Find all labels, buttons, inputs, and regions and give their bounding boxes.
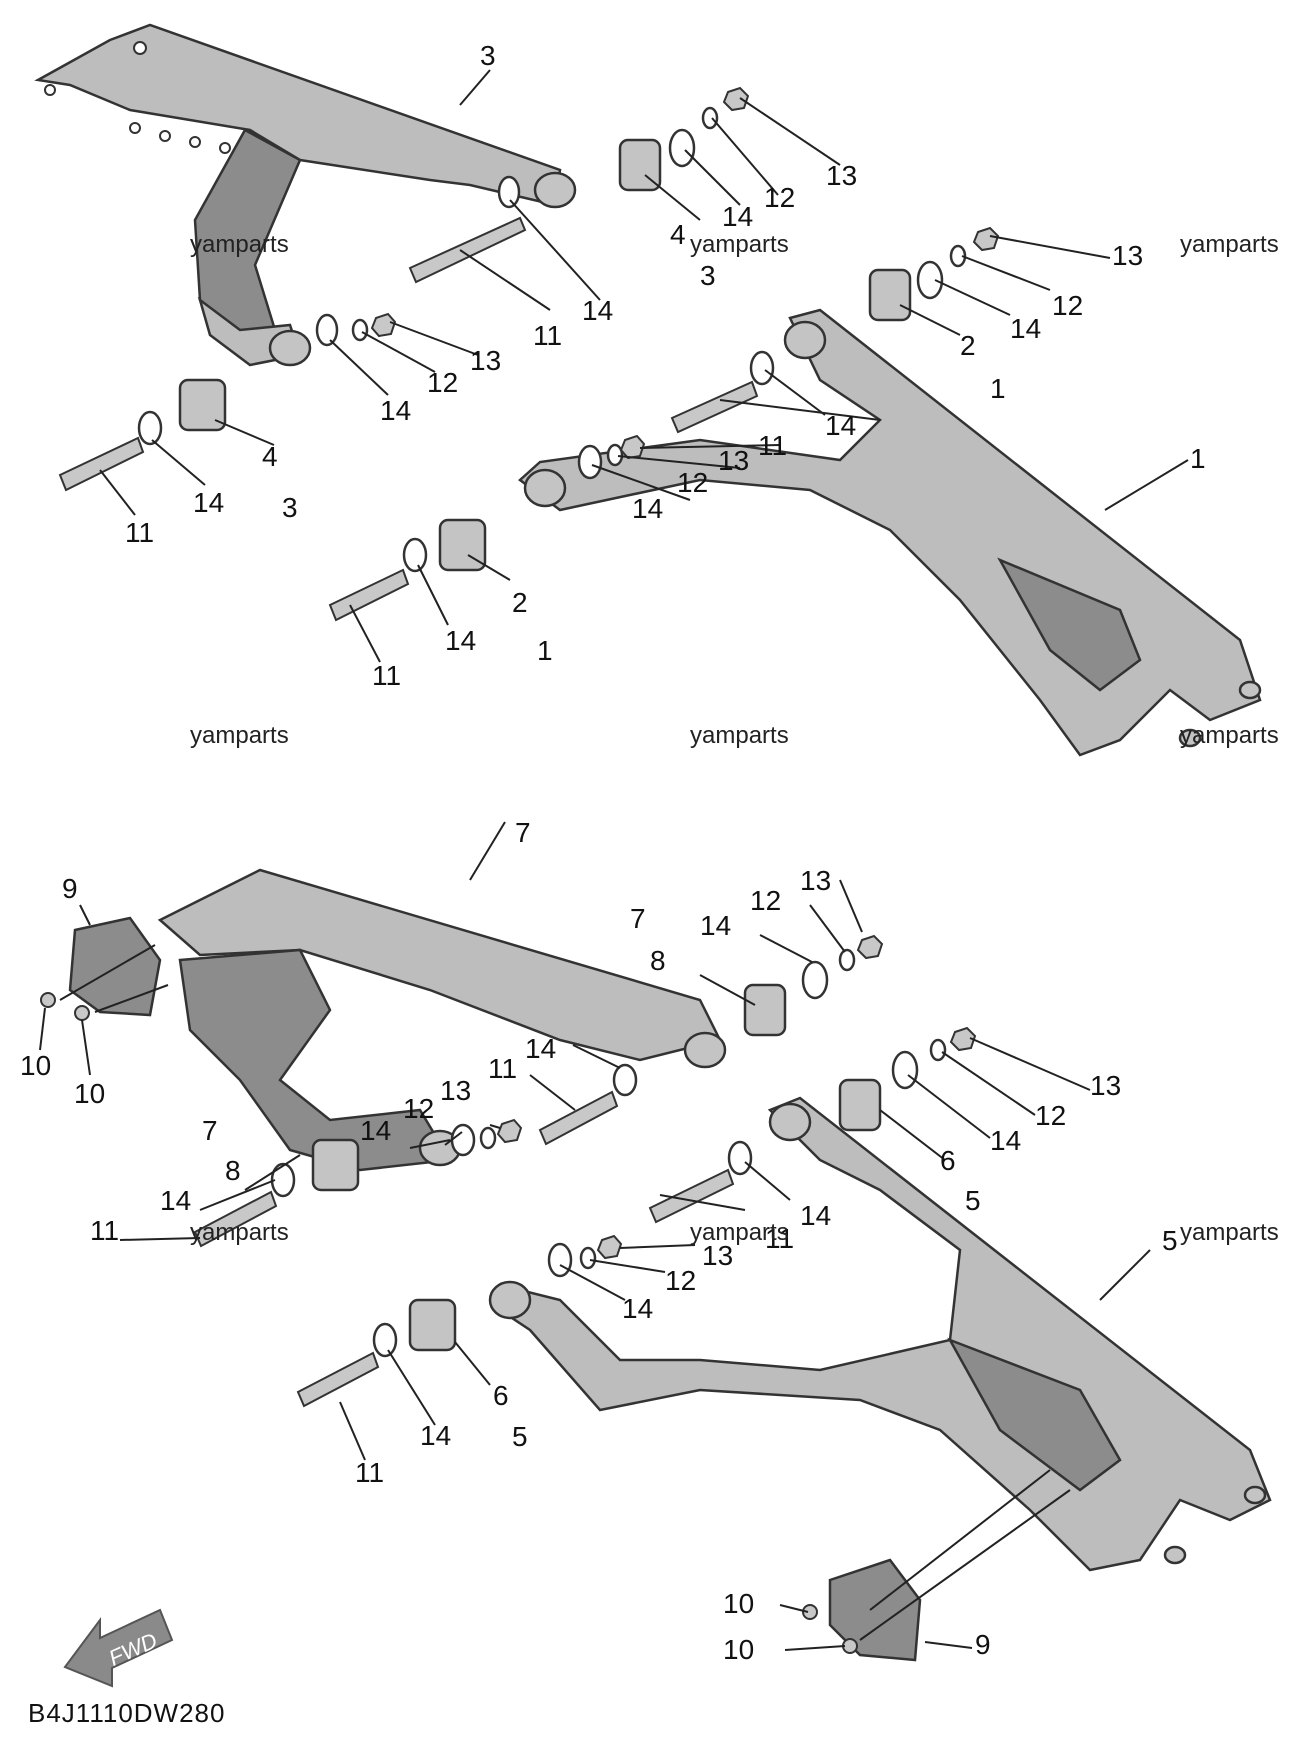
callout-14: 14 [622,1293,653,1324]
bottom-leader-lines [39,821,1151,1651]
callout-10: 10 [723,1634,754,1665]
bottom-watermarks: yamparts yamparts yamparts [190,1219,1279,1246]
top-callouts: 3 13 12 14 4 3 14 11 13 12 14 4 3 14 11 … [125,40,1206,691]
callout-11: 11 [488,1053,517,1084]
callout-11: 11 [90,1215,119,1246]
fwd-arrow-icon [63,1608,174,1688]
callout-12: 12 [427,367,458,398]
top-fasteners [58,86,1000,622]
upper-arm-7 [157,868,727,1172]
callout-14: 14 [825,410,856,441]
callout-4: 4 [262,441,278,472]
callout-13: 13 [718,445,749,476]
callout-3: 3 [282,492,298,523]
upper-arm-3 [34,23,577,367]
callout-14: 14 [722,201,753,232]
watermark: yamparts [190,722,289,749]
top-leader-lines [99,69,1189,663]
watermark: yamparts [1180,1219,1279,1246]
callout-13: 13 [1112,240,1143,271]
callout-14: 14 [193,487,224,518]
callout-14: 14 [990,1125,1021,1156]
callout-12: 12 [677,467,708,498]
callout-14: 14 [582,295,613,326]
callout-10: 10 [74,1078,105,1109]
lower-arm-5 [488,1096,1272,1572]
callout-11: 11 [533,320,562,351]
bracket-9-right [828,1558,922,1662]
watermark: yamparts [190,1219,289,1246]
callout-8: 8 [650,945,666,976]
callout-14: 14 [420,1420,451,1451]
callout-7: 7 [515,817,531,848]
fwd-arrow: FWD [63,1608,174,1688]
diagram-code: B4J1110DW280 [28,1698,225,1728]
callout-13: 13 [826,160,857,191]
callout-12: 12 [1052,290,1083,321]
callout-14: 14 [445,625,476,656]
callout-7: 7 [202,1115,218,1146]
callout-5: 5 [1162,1225,1178,1256]
bracket-9-left [68,916,162,1017]
callout-6: 6 [493,1380,509,1411]
watermark: yamparts [690,722,789,749]
bottom-callouts: 7 9 10 10 7 8 14 12 13 14 11 13 12 14 7 … [20,817,1178,1665]
callout-1: 1 [990,373,1006,404]
callout-12: 12 [764,182,795,213]
callout-14: 14 [160,1185,191,1216]
callout-4: 4 [670,219,686,250]
callout-12: 12 [403,1093,434,1124]
callout-1: 1 [537,635,553,666]
callout-10: 10 [20,1050,51,1081]
watermark: yamparts [690,231,789,258]
callout-11: 11 [758,430,787,461]
callout-2: 2 [512,587,528,618]
callout-13: 13 [1090,1070,1121,1101]
callout-3: 3 [700,260,716,291]
callout-12: 12 [750,885,781,916]
callout-11: 11 [355,1457,384,1488]
callout-1: 1 [1190,443,1206,474]
callout-13: 13 [800,865,831,896]
callout-3: 3 [480,40,496,71]
callout-13: 13 [470,345,501,376]
callout-2: 2 [960,330,976,361]
watermark: yamparts [190,231,289,258]
callout-14: 14 [525,1033,556,1064]
callout-9: 9 [62,873,78,904]
watermark: yamparts [1180,231,1279,258]
callout-14: 14 [380,395,411,426]
callout-12: 12 [665,1265,696,1296]
callout-13: 13 [702,1240,733,1271]
callout-6: 6 [940,1145,956,1176]
callout-14: 14 [700,910,731,941]
callout-5: 5 [512,1421,528,1452]
callout-14: 14 [800,1200,831,1231]
callout-5: 5 [965,1185,981,1216]
callout-11: 11 [765,1223,794,1254]
callout-9: 9 [975,1629,991,1660]
watermark: yamparts [1180,722,1279,749]
callout-7: 7 [630,903,646,934]
callout-11: 11 [372,660,401,691]
callout-14: 14 [360,1115,391,1146]
watermark: yamparts [690,1219,789,1246]
callout-10: 10 [723,1588,754,1619]
top-watermarks: yamparts yamparts yamparts yamparts yamp… [190,231,1279,749]
callout-14: 14 [632,493,663,524]
callout-13: 13 [440,1075,471,1106]
callout-11: 11 [125,517,154,548]
lower-arm-1 [518,308,1262,757]
callout-12: 12 [1035,1100,1066,1131]
bottom-fasteners [40,934,1071,1654]
callout-14: 14 [1010,313,1041,344]
callout-8: 8 [225,1155,241,1186]
